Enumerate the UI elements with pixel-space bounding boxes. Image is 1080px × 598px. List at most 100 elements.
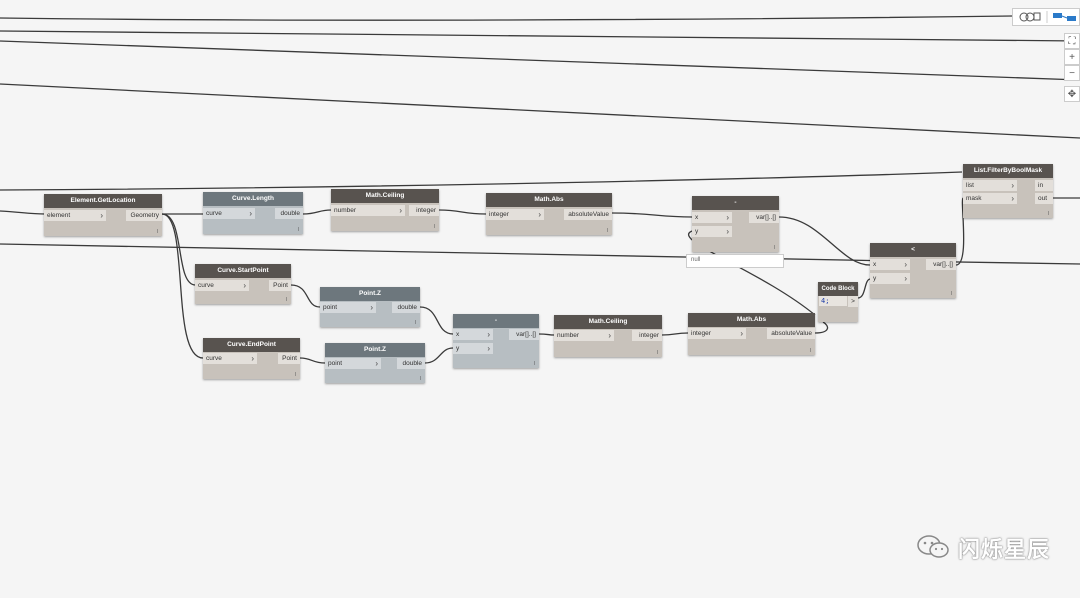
- chevron-right-icon: ›: [487, 344, 490, 353]
- port-label: mask: [966, 195, 982, 202]
- output-port-double[interactable]: double: [397, 358, 425, 369]
- wire: [438, 209, 487, 215]
- node-curve-endpoint[interactable]: Curve.EndPoint curve› Point l: [203, 338, 300, 379]
- node-curve-startpoint[interactable]: Curve.StartPoint curve› Point l: [195, 264, 291, 304]
- node-code-block[interactable]: Code Block 4; >: [818, 282, 858, 322]
- input-port-x[interactable]: x›: [453, 329, 493, 340]
- input-port-curve[interactable]: curve›: [195, 280, 249, 291]
- zoom-in-button[interactable]: +: [1064, 49, 1080, 65]
- output-port-in[interactable]: in: [1035, 180, 1053, 191]
- zoom-fit-button[interactable]: ⛶: [1064, 33, 1080, 49]
- output-port-geometry[interactable]: Geometry: [126, 210, 162, 221]
- chevron-right-icon: ›: [726, 213, 729, 222]
- output-port-double[interactable]: double: [275, 208, 303, 219]
- chevron-right-icon: ›: [740, 329, 743, 338]
- lacing-icon: l: [294, 372, 296, 378]
- port-label: curve: [206, 210, 222, 217]
- input-port-element[interactable]: element›: [44, 210, 106, 221]
- pan-button[interactable]: ✥: [1064, 86, 1080, 102]
- input-port-integer[interactable]: integer›: [486, 209, 544, 220]
- node-list-filterbyboolmask[interactable]: List.FilterByBoolMask list› mask › in out…: [963, 164, 1053, 218]
- output-port-var[interactable]: var[]..[]: [509, 329, 539, 340]
- lacing-icon: l: [156, 229, 158, 235]
- output-port-var[interactable]: var[]..[]: [749, 212, 779, 223]
- input-port-x[interactable]: x›: [692, 212, 732, 223]
- chevron-right-icon: ›: [608, 331, 611, 340]
- node-title: <: [870, 243, 956, 257]
- wire: [857, 278, 871, 299]
- node-math-ceiling[interactable]: Math.Ceiling number› integer l: [554, 315, 662, 357]
- node-title: Element.GetLocation: [44, 194, 162, 208]
- chevron-right-icon: ›: [249, 209, 252, 218]
- wire: [161, 213, 204, 359]
- port-label: y: [456, 345, 460, 352]
- chevron-right-icon: ›: [1011, 194, 1014, 203]
- lacing-icon: l: [606, 228, 608, 234]
- input-port-point[interactable]: point›: [320, 302, 376, 313]
- input-port-y[interactable]: y›: [453, 343, 493, 354]
- output-port-absolutevalue[interactable]: absoluteValue: [767, 328, 815, 339]
- node-subtract[interactable]: - x› y› var[]..[] l: [453, 314, 539, 368]
- lacing-icon: l: [773, 245, 775, 251]
- output-port-point[interactable]: Point: [269, 280, 291, 291]
- input-port-y[interactable]: y›: [692, 226, 732, 237]
- output-port-double[interactable]: double: [392, 302, 420, 313]
- node-title: Curve.StartPoint: [195, 264, 291, 278]
- wechat-icon: [917, 535, 949, 558]
- chevron-right-icon: ›: [487, 330, 490, 339]
- wire: [424, 347, 454, 364]
- input-port-curve[interactable]: curve›: [203, 353, 257, 364]
- port-label: integer: [489, 211, 509, 218]
- input-port-curve[interactable]: curve ›: [203, 208, 255, 219]
- wire: [538, 333, 555, 336]
- node-element-getlocation[interactable]: Element.GetLocation element› Geometry l: [44, 194, 162, 236]
- input-port-number[interactable]: number›: [331, 205, 405, 216]
- node-title: List.FilterByBoolMask: [963, 164, 1053, 178]
- node-title: Point.Z: [325, 343, 425, 357]
- wire: [661, 332, 689, 336]
- output-port-integer[interactable]: integer: [409, 205, 439, 216]
- output-port-point[interactable]: Point: [278, 353, 300, 364]
- node-math-abs[interactable]: Math.Abs integer› absoluteValue l: [486, 193, 612, 235]
- node-math-abs[interactable]: Math.Abs integer› absoluteValue l: [688, 313, 815, 355]
- code-editor[interactable]: 4;: [819, 296, 847, 306]
- output-port-out[interactable]: out: [1035, 193, 1053, 204]
- chevron-right-icon: ›: [726, 227, 729, 236]
- port-label: number: [557, 332, 580, 339]
- input-port-point[interactable]: point›: [325, 358, 381, 369]
- input-port-number[interactable]: number ›: [554, 330, 614, 341]
- view-toggle[interactable]: [1012, 8, 1080, 26]
- input-port-list[interactable]: list›: [963, 180, 1017, 191]
- chevron-right-icon: ›: [370, 303, 373, 312]
- lacing-icon: l: [433, 224, 435, 230]
- input-port-integer[interactable]: integer›: [688, 328, 746, 339]
- input-port-mask[interactable]: mask ›: [963, 193, 1017, 204]
- chevron-right-icon: ›: [904, 260, 907, 269]
- node-title: Math.Abs: [688, 313, 815, 327]
- chevron-right-icon: ›: [100, 211, 103, 220]
- wire: [955, 197, 965, 266]
- zoom-out-button[interactable]: −: [1064, 65, 1080, 81]
- output-port-integer[interactable]: integer: [632, 330, 662, 341]
- node-title: Math.Abs: [486, 193, 612, 207]
- node-math-ceiling[interactable]: Math.Ceiling number› integer l: [331, 189, 439, 231]
- lacing-icon: l: [419, 376, 421, 382]
- node-title: -: [692, 196, 779, 210]
- wire: [611, 212, 693, 218]
- output-port[interactable]: >: [848, 296, 858, 307]
- node-point-z[interactable]: Point.Z point› double l: [320, 287, 420, 327]
- output-port-absolutevalue[interactable]: absoluteValue: [564, 209, 612, 220]
- lacing-icon: l: [533, 361, 535, 367]
- input-port-x[interactable]: x›: [870, 259, 910, 270]
- input-port-y[interactable]: y›: [870, 273, 910, 284]
- node-curve-length[interactable]: Curve.Length curve› double l: [203, 192, 303, 234]
- node-subtract[interactable]: - x› y› var[]..[] l: [692, 196, 779, 252]
- port-label: number: [334, 207, 357, 214]
- wire: [814, 321, 829, 334]
- wire: [290, 284, 321, 308]
- port-label: x: [695, 214, 699, 221]
- node-less-than[interactable]: < x› y› var[]..[] l: [870, 243, 956, 298]
- node-point-z[interactable]: Point.Z point› double l: [325, 343, 425, 383]
- output-port-var[interactable]: var[]..[]: [926, 259, 956, 270]
- port-label: x: [456, 331, 460, 338]
